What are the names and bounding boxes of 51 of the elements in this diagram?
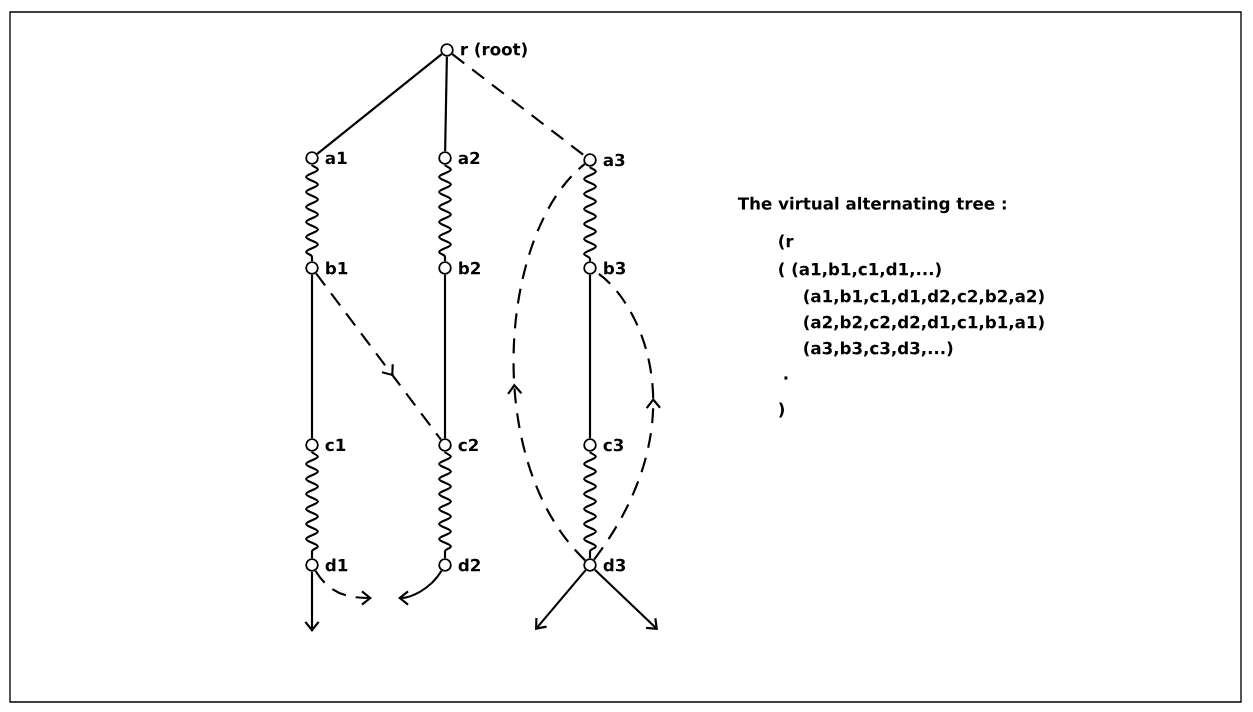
arrow <box>594 568 658 630</box>
tree-text: (a2,b2,c2,d2,d1,c1,b1,a1) <box>804 315 1044 331</box>
node-label: c1 <box>325 438 346 452</box>
vertex: c1 <box>305 438 346 452</box>
node-label: a3 <box>603 153 625 167</box>
node-label: d3 <box>603 558 626 572</box>
tree-text: (r <box>779 234 794 250</box>
tree-text: . <box>784 376 788 380</box>
node-label: b1 <box>326 261 348 275</box>
arrow <box>398 570 443 606</box>
vertex: r (root) <box>440 42 527 58</box>
edge-line <box>438 450 452 559</box>
vertex: c2 <box>438 438 478 452</box>
node-label: b2 <box>459 261 480 275</box>
node-label: a1 <box>325 151 347 165</box>
vertex: d1 <box>305 558 348 572</box>
tree-text: ) <box>779 402 784 418</box>
arrow <box>314 570 372 606</box>
edge-line <box>444 56 448 152</box>
node-label: d1 <box>325 558 348 572</box>
node-label: b3 <box>604 261 626 275</box>
node-label: a2 <box>458 151 480 165</box>
node-label: r (root) <box>461 42 527 58</box>
vertex: c3 <box>583 438 623 452</box>
vertex: a1 <box>305 151 347 165</box>
arrow <box>304 571 320 632</box>
vertex: d3 <box>583 558 626 572</box>
vertex: b1 <box>305 261 348 275</box>
tree-text: (a1,b1,c1,d1,d2,c2,b2,a2) <box>804 289 1044 305</box>
node-label: d2 <box>458 558 480 572</box>
tree-text: The virtual alternating tree : <box>737 196 1006 214</box>
vertex: d2 <box>438 558 480 572</box>
edge-line <box>451 53 586 157</box>
edge-line <box>583 165 597 262</box>
vertex: b3 <box>583 261 626 275</box>
edge-line <box>305 450 319 559</box>
edge-line <box>583 450 597 559</box>
edge-line <box>310 274 314 439</box>
node-label: c2 <box>458 438 478 452</box>
arrow <box>535 569 587 630</box>
edge-line <box>438 163 452 262</box>
tree-text: (a3,b3,c3,d3,...) <box>804 341 953 357</box>
vertex: b2 <box>438 261 480 275</box>
vertex: a3 <box>583 153 625 167</box>
edge-line <box>588 274 592 439</box>
tree-text: ( (a1,b1,c1,d1,...) <box>779 262 941 278</box>
edge-line <box>316 53 443 155</box>
node-label: c3 <box>603 438 623 452</box>
edge-line <box>443 274 447 439</box>
vertex: a2 <box>438 151 480 165</box>
edge-line <box>305 163 319 262</box>
